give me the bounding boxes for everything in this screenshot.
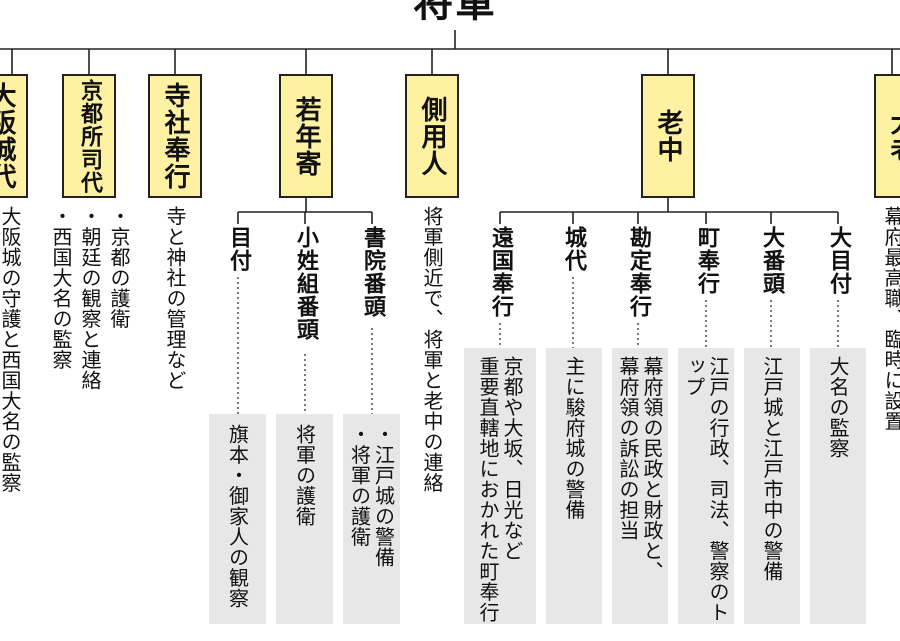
shoinban-desc-panel: ・江戸城の警備 ・将軍の護衛 [343, 414, 400, 624]
sobayonin-box: 側用人 [405, 74, 459, 198]
kanjo-desc-panel: 幕府領の民政と財政と、 幕府領の訴訟の担当 [612, 348, 668, 624]
sobayonin-label: 側用人 [417, 95, 447, 177]
jodai-desc-panel: 主に駿府城の警備 [546, 348, 602, 624]
osaka-jodai-label: 大阪城代 [0, 82, 16, 190]
tairo-box: 大老 [874, 74, 900, 198]
sobayonin-desc: 将軍側近で、将軍と老中の連絡 [420, 206, 444, 493]
jisha-bugyo-label: 寺社奉行 [160, 82, 190, 190]
shoinban-gashira-title: 書院番頭 [360, 224, 385, 320]
jodai-title: 城代 [561, 224, 586, 274]
kyoto-shoshidai-label: 京都所司代 [77, 78, 102, 194]
ongoku-desc-panel: 京都や大坂、日光など 重要直轄地におかれた町奉行 [464, 348, 536, 624]
roju-box: 老中 [641, 74, 695, 198]
osaka-jodai-desc: 大阪城の守護と西国大名の監察 [0, 206, 22, 493]
roju-label: 老中 [653, 109, 683, 163]
osaka-jodai-box: 大阪城代 [0, 74, 28, 198]
kyoto-shoshidai-desc-1: ・京都の護衛 [107, 206, 131, 329]
jisha-bugyo-box: 寺社奉行 [148, 74, 202, 198]
koshogumi-desc-panel: 将軍の護衛 [276, 414, 333, 624]
metsuke-title: 目付 [226, 224, 251, 274]
kyoto-shoshidai-box: 京都所司代 [62, 74, 116, 198]
ongoku-desc-2: 重要直轄地におかれた町奉行 [476, 356, 500, 623]
ometsuke-desc-panel: 大名の監察 [810, 348, 866, 624]
metsuke-desc: 旗本・御家人の観察 [225, 424, 250, 609]
koshogumi-bangashira-title: 小姓組番頭 [293, 224, 318, 343]
tairo-label: 大老 [886, 109, 900, 163]
kanjo-desc-2: 幕府領の訴訟の担当 [616, 356, 640, 541]
shoinban-desc-1: ・江戸城の警備 [371, 424, 396, 568]
ongoku-desc-1: 京都や大坂、日光など [500, 356, 524, 561]
jisha-bugyo-desc: 寺と神社の管理など [163, 206, 187, 391]
jodai-desc: 主に駿府城の警備 [562, 356, 586, 520]
machi-desc: 江戸の行政、司法、警察のトップ [682, 356, 730, 623]
wakadoshiyori-box: 若年寄 [279, 74, 333, 198]
ometsuke-desc: 大名の監察 [826, 356, 850, 459]
oban-desc: 江戸城と江戸市中の警備 [760, 356, 784, 582]
kanjo-desc-1: 幕府領の民政と財政と、 [640, 356, 664, 582]
tairo-desc: 幕府最高職、臨時に設置 [881, 206, 900, 432]
ongoku-bugyo-title: 遠国奉行 [488, 224, 513, 320]
kyoto-shoshidai-desc-3: ・西国大名の監察 [49, 206, 73, 370]
metsuke-desc-panel: 旗本・御家人の観察 [209, 414, 266, 624]
kanjo-bugyo-title: 勘定奉行 [626, 224, 651, 320]
shoinban-desc-2: ・将軍の護衛 [347, 424, 372, 547]
oban-gashira-title: 大番頭 [759, 224, 784, 297]
wakadoshiyori-label: 若年寄 [291, 95, 321, 177]
shogun-title: 将軍 [413, 0, 497, 26]
kyoto-shoshidai-desc-2: ・朝廷の観察と連絡 [78, 206, 102, 391]
koshogumi-desc: 将軍の護衛 [292, 424, 317, 527]
machi-bugyo-title: 町奉行 [694, 224, 719, 297]
oban-desc-panel: 江戸城と江戸市中の警備 [744, 348, 800, 624]
ometsuke-title: 大目付 [826, 224, 851, 297]
machi-desc-panel: 江戸の行政、司法、警察のトップ [678, 348, 734, 624]
